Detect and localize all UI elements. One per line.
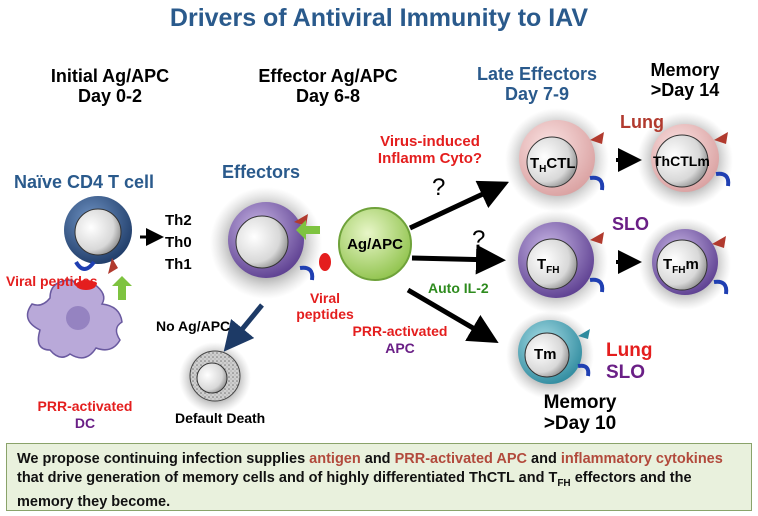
caption-part3: and bbox=[527, 451, 561, 467]
stage-memory14-line2: >Day 14 bbox=[650, 80, 720, 100]
question-mark-2: ? bbox=[472, 226, 486, 253]
viral-peptides-mid-line1: Viral bbox=[309, 290, 341, 306]
no-agapc-label: No Ag/APC bbox=[156, 318, 231, 334]
prr-apc-line2: APC bbox=[385, 340, 415, 356]
default-death-label: Default Death bbox=[175, 410, 266, 426]
caption-prr-apc: PRR-activated APC bbox=[394, 451, 527, 467]
prr-dc-line1: PRR-activated bbox=[37, 398, 133, 414]
caption-part1: We propose continuing infection supplies bbox=[17, 451, 310, 467]
caption-antigen: antigen bbox=[309, 451, 361, 467]
viral-peptides-mid-line2: peptides bbox=[296, 306, 354, 322]
stage-initial-line1: Initial Ag/APC bbox=[50, 66, 170, 86]
memory10-line1: Memory bbox=[543, 392, 617, 413]
prr-dc-line2: DC bbox=[74, 415, 96, 431]
stage-effector-line2: Day 6-8 bbox=[295, 86, 361, 106]
dendritic-cell bbox=[26, 276, 132, 359]
tfh-cell bbox=[504, 210, 608, 314]
apc-cell bbox=[338, 207, 412, 281]
virus-induced-line1: Virus-induced bbox=[380, 133, 480, 150]
tfh-label: TFH bbox=[537, 256, 560, 276]
auto-il2-label: Auto IL-2 bbox=[428, 280, 489, 296]
tfh-sub: FH bbox=[546, 265, 560, 276]
stage-late: Late Effectors Day 7-9 bbox=[452, 64, 622, 104]
stage-late-line1: Late Effectors bbox=[476, 64, 598, 84]
memory10-label: Memory >Day 10 bbox=[520, 392, 640, 434]
viral-peptides-left: Viral peptides bbox=[6, 273, 98, 289]
th2-label: Th2 bbox=[165, 212, 192, 229]
effectors-label: Effectors bbox=[222, 162, 301, 182]
slo-bottom-label: SLO bbox=[606, 362, 646, 383]
tm-label: Tm bbox=[534, 346, 557, 363]
caption-box: We propose continuing infection supplies… bbox=[6, 443, 752, 511]
prr-apc-line1: PRR-activated bbox=[352, 323, 448, 339]
thctl-sub: H bbox=[539, 164, 547, 175]
thctl-main: T bbox=[530, 155, 540, 172]
lung-top-label: Lung bbox=[620, 112, 664, 132]
diagram-title: Drivers of Antiviral Immunity to IAV bbox=[169, 4, 589, 32]
stage-effector-line1: Effector Ag/APC bbox=[258, 66, 398, 86]
virus-induced-label: Virus-induced Inflamm Cyto? bbox=[365, 133, 495, 167]
tfhm-rest: m bbox=[685, 256, 699, 273]
caption-part2: and bbox=[360, 451, 395, 467]
tfhm-cell bbox=[639, 218, 731, 310]
tfhm-label: TFHm bbox=[663, 256, 699, 276]
thctl-rest: CTL bbox=[546, 155, 576, 172]
thctl-label: THCTL bbox=[530, 155, 576, 175]
tm-cell bbox=[506, 311, 594, 399]
stage-memory14: Memory >Day 14 bbox=[620, 60, 750, 100]
th0-label: Th0 bbox=[165, 234, 192, 251]
viral-peptides-mid: Viral peptides bbox=[290, 290, 360, 322]
lung-bottom-label: Lung bbox=[606, 340, 653, 361]
agapc-label: Ag/APC bbox=[347, 236, 403, 253]
stage-memory14-line1: Memory bbox=[650, 60, 720, 80]
virus-induced-line2: Inflamm Cyto? bbox=[377, 150, 483, 167]
tfhm-main: T bbox=[663, 256, 673, 273]
slo-mid-label: SLO bbox=[612, 214, 650, 234]
caption-sub: FH bbox=[557, 477, 571, 489]
question-mark-1: ? bbox=[432, 174, 446, 201]
arrow-to-tfh bbox=[411, 244, 506, 275]
stage-initial-line2: Day 0-2 bbox=[77, 86, 143, 106]
tfh-main: T bbox=[537, 256, 547, 273]
arrow-to-tm bbox=[406, 287, 499, 344]
stage-late-line2: Day 7-9 bbox=[504, 84, 570, 104]
arrow-to-thctl bbox=[408, 180, 510, 231]
stage-effector: Effector Ag/APC Day 6-8 bbox=[228, 66, 428, 106]
death-arrow bbox=[223, 303, 264, 352]
naive-t-cell bbox=[64, 196, 132, 274]
caption-part5: effectors and the memory they become. bbox=[17, 470, 692, 510]
thctl-cell bbox=[505, 108, 609, 212]
caption-part4: that drive generation of memory cells an… bbox=[17, 470, 558, 486]
caption-inflam: inflammatory cytokines bbox=[560, 451, 723, 467]
th1-label: Th1 bbox=[165, 256, 192, 273]
tfhm-sub: FH bbox=[672, 265, 686, 276]
th-subsets: Th2 Th0 Th1 bbox=[165, 210, 192, 276]
effector-cell bbox=[210, 187, 331, 299]
naive-label: Naïve CD4 T cell bbox=[14, 172, 155, 192]
dying-cell bbox=[179, 342, 251, 414]
memory10-line2: >Day 10 bbox=[543, 413, 617, 434]
stage-initial: Initial Ag/APC Day 0-2 bbox=[20, 66, 200, 106]
thctlm-label: ThCTLm bbox=[653, 153, 710, 169]
thctlm-cell bbox=[637, 112, 733, 208]
